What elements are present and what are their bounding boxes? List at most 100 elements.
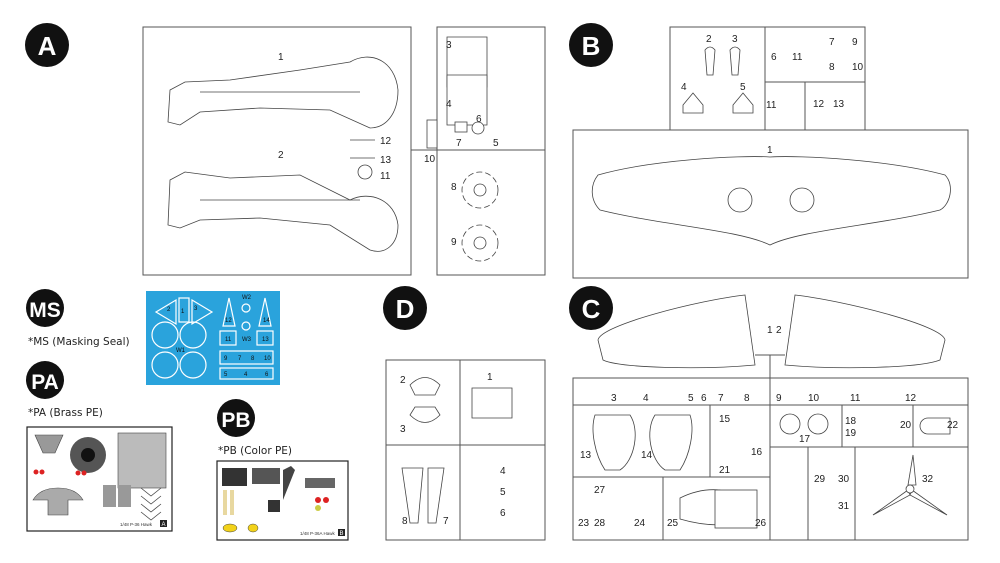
- part-number-label: 8: [251, 356, 255, 362]
- part-number-label: 8: [829, 62, 835, 73]
- propeller: [872, 454, 948, 516]
- part-number-label: 10: [852, 62, 864, 73]
- sprue-c: 1 2 3 4 5 6 7 8 9 10 11 12 13 14 15 16 2…: [572, 294, 969, 541]
- part-number-label: 25: [667, 518, 679, 529]
- part-number-label: 9: [852, 37, 858, 48]
- part-number-label: 7: [718, 393, 724, 404]
- label: B: [582, 31, 601, 61]
- color-pe-sheet: 1/48 P-36A Hawk B: [216, 460, 349, 541]
- part-number-label: 1: [767, 325, 773, 336]
- part-number-label: 12: [813, 99, 825, 110]
- part-number-label: 6: [771, 52, 777, 63]
- part-number-label: 4: [244, 372, 248, 378]
- part-number-label: 32: [922, 474, 934, 485]
- part-number-label: 6: [701, 393, 707, 404]
- part-number-label: 20: [900, 420, 912, 431]
- part-number-label: 2: [776, 325, 782, 336]
- label: C: [582, 294, 601, 324]
- part-number-label: 9: [451, 237, 457, 248]
- part-number-label: 17: [799, 434, 811, 445]
- label: 1/48 P-36A Hawk: [300, 531, 336, 536]
- part-number-label: 14: [641, 450, 653, 461]
- part-number-label: 10: [264, 356, 271, 362]
- part-number-label: 5: [493, 138, 499, 149]
- part-number-label: 12: [225, 318, 232, 324]
- part-number-label: 14: [263, 318, 270, 324]
- part-number-label: 31: [838, 501, 850, 512]
- part-number-label: 1: [487, 372, 493, 383]
- part-number-label: 1: [767, 145, 773, 156]
- part-number-label: 3: [732, 34, 738, 45]
- part-number-label: 11: [380, 171, 391, 182]
- part-number-label: 7: [829, 37, 835, 48]
- part-number-label: 8: [402, 516, 408, 527]
- masking-seal-sheet: 2 1 3 W2 12 14 W3 11 13 W1 9 7 8 10 5 4 …: [146, 291, 280, 385]
- badge-ms: MS: [26, 289, 64, 327]
- fuselage-half-1: [167, 56, 399, 129]
- part-number-label: 18: [845, 416, 857, 427]
- part-number-label: 22: [947, 420, 959, 431]
- label: PB: [221, 409, 250, 432]
- caption-pa: *PA (Brass PE): [28, 407, 103, 419]
- part-number-label: 5: [224, 372, 228, 378]
- label: A: [162, 522, 166, 528]
- part-number-label: 29: [814, 474, 826, 485]
- part-number-label: 2: [706, 34, 712, 45]
- sprue-a: 1 2 3 4 6 7 5 12 13 11 10 8 9: [142, 26, 546, 276]
- part-number-label: W2: [242, 295, 252, 301]
- part-number-label: 3: [446, 40, 452, 51]
- badge-c: C: [569, 286, 613, 330]
- badge-a: A: [25, 23, 69, 67]
- part-number-label: 26: [755, 518, 767, 529]
- part-number-label: 28: [594, 518, 606, 529]
- badge-pb: PB: [217, 399, 255, 437]
- part-number-label: 3: [611, 393, 617, 404]
- part-number-label: 3: [400, 424, 406, 435]
- part-number-label: 2: [400, 375, 406, 386]
- label: D: [396, 294, 415, 324]
- part-number-label: 11: [225, 337, 232, 343]
- engine-8: [461, 171, 499, 209]
- engine-9: [461, 224, 499, 262]
- part-number-label: 4: [446, 99, 452, 110]
- part-number-label: 9: [776, 393, 782, 404]
- part-number-label: 5: [688, 393, 694, 404]
- part-number-label: 1: [278, 52, 284, 63]
- brass-pe-sheet: 1/48 P-36 Hawk A: [26, 426, 173, 532]
- part-number-label: 5: [500, 487, 506, 498]
- badge-pa: PA: [26, 361, 64, 399]
- part-number-label: 21: [719, 465, 731, 476]
- part-number-label: 10: [808, 393, 820, 404]
- part-number-label: 16: [751, 447, 763, 458]
- part-number-label: 12: [905, 393, 917, 404]
- part-number-label: 7: [443, 516, 449, 527]
- part-number-label: W3: [242, 337, 252, 343]
- sprue-b: 2 3 4 5 6 7 9 11 8 10 11 12 13 1: [572, 26, 969, 279]
- part-number-label: 3: [194, 306, 198, 312]
- part-number-label: 19: [845, 428, 857, 439]
- part-number-label: 12: [380, 136, 392, 147]
- part-number-label: 11: [850, 393, 861, 404]
- part-number-label: 24: [634, 518, 646, 529]
- label: B: [340, 531, 344, 537]
- part-number-label: 1: [181, 309, 185, 315]
- part-number-label: 13: [262, 337, 269, 343]
- part-number-label: 30: [838, 474, 850, 485]
- part-number-label: 9: [224, 356, 228, 362]
- part-number-label: 13: [380, 155, 392, 166]
- part-number-label: 4: [643, 393, 649, 404]
- part-number-label: 13: [833, 99, 845, 110]
- part-number-label: 7: [456, 138, 462, 149]
- sprue-d: 2 3 1 8 7 4 5 6: [385, 359, 546, 541]
- part-number-label: 4: [500, 466, 506, 477]
- part-number-label: 23: [578, 518, 590, 529]
- label: 1/48 P-36 Hawk: [120, 522, 153, 527]
- label: MS: [29, 299, 61, 322]
- fuselage-half-2: [167, 171, 399, 252]
- badge-d: D: [383, 286, 427, 330]
- part-number-label: 8: [451, 182, 457, 193]
- part-number-label: 27: [594, 485, 606, 496]
- label: A: [38, 31, 57, 61]
- part-number-label: 7: [238, 356, 242, 362]
